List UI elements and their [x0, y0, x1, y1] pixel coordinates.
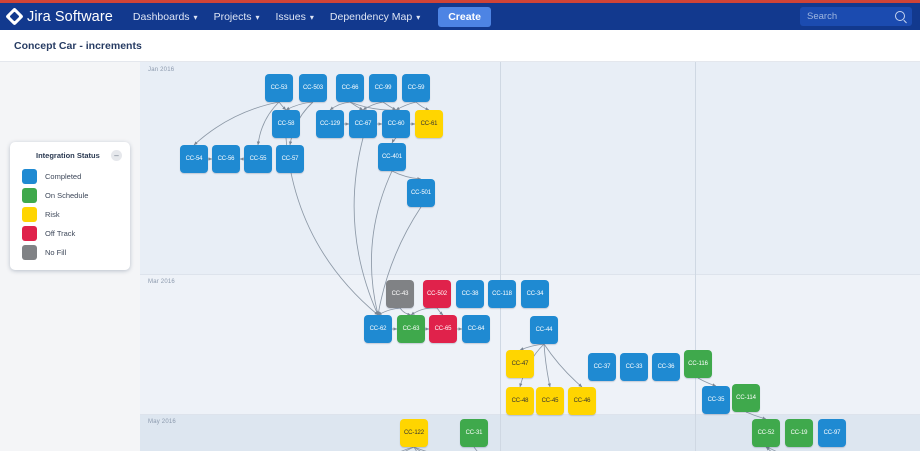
graph-node-cc-60[interactable]: CC-60: [382, 110, 410, 138]
graph-node-cc-118[interactable]: CC-118: [488, 280, 516, 308]
graph-node-cc-97[interactable]: CC-97: [818, 419, 846, 447]
chevron-down-icon: ▾: [309, 12, 314, 22]
swimlane-label: May 2016: [148, 419, 176, 425]
main-navbar: Jira Software Dashboards ▾ Projects ▾ Is…: [0, 3, 920, 30]
nav-item-issues-label: Issues: [275, 10, 306, 23]
nav-menu: Dashboards ▾ Projects ▾ Issues ▾ Depende…: [125, 6, 491, 28]
graph-node-cc-116[interactable]: CC-116: [684, 350, 712, 378]
legend-color-swatch: [22, 226, 37, 241]
create-button[interactable]: Create: [438, 6, 491, 27]
graph-node-cc-67[interactable]: CC-67: [349, 110, 377, 138]
column-divider: [695, 62, 696, 451]
top-accent-strip: [0, 0, 920, 3]
graph-node-cc-33[interactable]: CC-33: [620, 353, 648, 381]
graph-node-cc-401[interactable]: CC-401: [378, 143, 406, 171]
legend-item-completed[interactable]: Completed: [10, 167, 130, 186]
legend-color-swatch: [22, 207, 37, 222]
nav-item-issues[interactable]: Issues ▾: [268, 6, 322, 28]
graph-node-cc-129[interactable]: CC-129: [316, 110, 344, 138]
search-icon[interactable]: [895, 11, 905, 21]
legend-panel[interactable]: Integration Status – Completed On Schedul…: [10, 142, 130, 270]
graph-node-cc-53[interactable]: CC-53: [265, 74, 293, 102]
search-input[interactable]: [800, 10, 889, 23]
graph-node-cc-501[interactable]: CC-501: [407, 179, 435, 207]
graph-node-cc-31[interactable]: CC-31: [460, 419, 488, 447]
legend-item-no-fill[interactable]: No Fill: [10, 243, 130, 262]
graph-node-cc-62[interactable]: CC-62: [364, 315, 392, 343]
graph-node-cc-44[interactable]: CC-44: [530, 316, 558, 344]
legend-item-label: No Fill: [45, 248, 67, 257]
search-box[interactable]: [800, 7, 912, 26]
swimlane-label: Mar 2016: [148, 279, 175, 285]
graph-node-cc-99[interactable]: CC-99: [369, 74, 397, 102]
graph-node-cc-47[interactable]: CC-47: [506, 350, 534, 378]
graph-node-cc-114[interactable]: CC-114: [732, 384, 760, 412]
graph-node-cc-502[interactable]: CC-502: [423, 280, 451, 308]
graph-node-cc-35[interactable]: CC-35: [702, 386, 730, 414]
legend-item-label: Completed: [45, 172, 82, 181]
chevron-down-icon: ▾: [255, 12, 260, 22]
brand-label: Jira Software: [27, 8, 113, 25]
page-titlebar: Concept Car - increments: [0, 30, 920, 62]
graph-node-cc-59[interactable]: CC-59: [402, 74, 430, 102]
page-title: Concept Car - increments: [14, 39, 142, 52]
graph-node-cc-38[interactable]: CC-38: [456, 280, 484, 308]
jira-logo-icon: [5, 7, 24, 26]
graph-node-cc-37[interactable]: CC-37: [588, 353, 616, 381]
chevron-down-icon: ▾: [193, 12, 198, 22]
nav-item-dependency-map-label: Dependency Map: [329, 10, 413, 23]
graph-node-cc-64[interactable]: CC-64: [462, 315, 490, 343]
legend-item-label: Off Track: [45, 229, 76, 238]
legend-item-on-schedule[interactable]: On Schedule: [10, 186, 130, 205]
legend-item-off-track[interactable]: Off Track: [10, 224, 130, 243]
graph-node-cc-65[interactable]: CC-65: [429, 315, 457, 343]
legend-collapse-button[interactable]: –: [111, 150, 122, 161]
graph-node-cc-122[interactable]: CC-122: [400, 419, 428, 447]
graph-node-cc-63[interactable]: CC-63: [397, 315, 425, 343]
nav-item-projects-label: Projects: [213, 10, 252, 23]
nav-item-dashboards[interactable]: Dashboards ▾: [125, 6, 206, 28]
graph-node-cc-52[interactable]: CC-52: [752, 419, 780, 447]
graph-node-cc-34[interactable]: CC-34: [521, 280, 549, 308]
nav-item-projects[interactable]: Projects ▾: [206, 6, 268, 28]
graph-node-cc-56[interactable]: CC-56: [212, 145, 240, 173]
legend-title: Integration Status: [36, 151, 100, 160]
graph-node-cc-55[interactable]: CC-55: [244, 145, 272, 173]
chevron-down-icon: ▾: [416, 12, 421, 22]
graph-node-cc-57[interactable]: CC-57: [276, 145, 304, 173]
legend-item-label: Risk: [45, 210, 60, 219]
graph-node-cc-61[interactable]: CC-61: [415, 110, 443, 138]
legend-color-swatch: [22, 188, 37, 203]
graph-node-cc-19[interactable]: CC-19: [785, 419, 813, 447]
legend-header: Integration Status –: [10, 150, 130, 161]
graph-node-cc-66[interactable]: CC-66: [336, 74, 364, 102]
graph-node-cc-54[interactable]: CC-54: [180, 145, 208, 173]
legend-item-label: On Schedule: [45, 191, 89, 200]
legend-color-swatch: [22, 169, 37, 184]
nav-item-dependency-map[interactable]: Dependency Map ▾: [322, 6, 428, 28]
graph-node-cc-503[interactable]: CC-503: [299, 74, 327, 102]
graph-node-cc-48[interactable]: CC-48: [506, 387, 534, 415]
column-divider: [500, 62, 501, 451]
swimlane-divider: [140, 274, 920, 275]
swimlane-label: Jan 2016: [148, 67, 175, 73]
legend-item-risk[interactable]: Risk: [10, 205, 130, 224]
graph-node-cc-36[interactable]: CC-36: [652, 353, 680, 381]
jira-brand[interactable]: Jira Software: [5, 7, 113, 26]
graph-node-cc-46[interactable]: CC-46: [568, 387, 596, 415]
graph-node-cc-58[interactable]: CC-58: [272, 110, 300, 138]
graph-node-cc-43[interactable]: CC-43: [386, 280, 414, 308]
graph-node-cc-45[interactable]: CC-45: [536, 387, 564, 415]
legend-color-swatch: [22, 245, 37, 260]
nav-item-dashboards-label: Dashboards: [132, 10, 190, 23]
